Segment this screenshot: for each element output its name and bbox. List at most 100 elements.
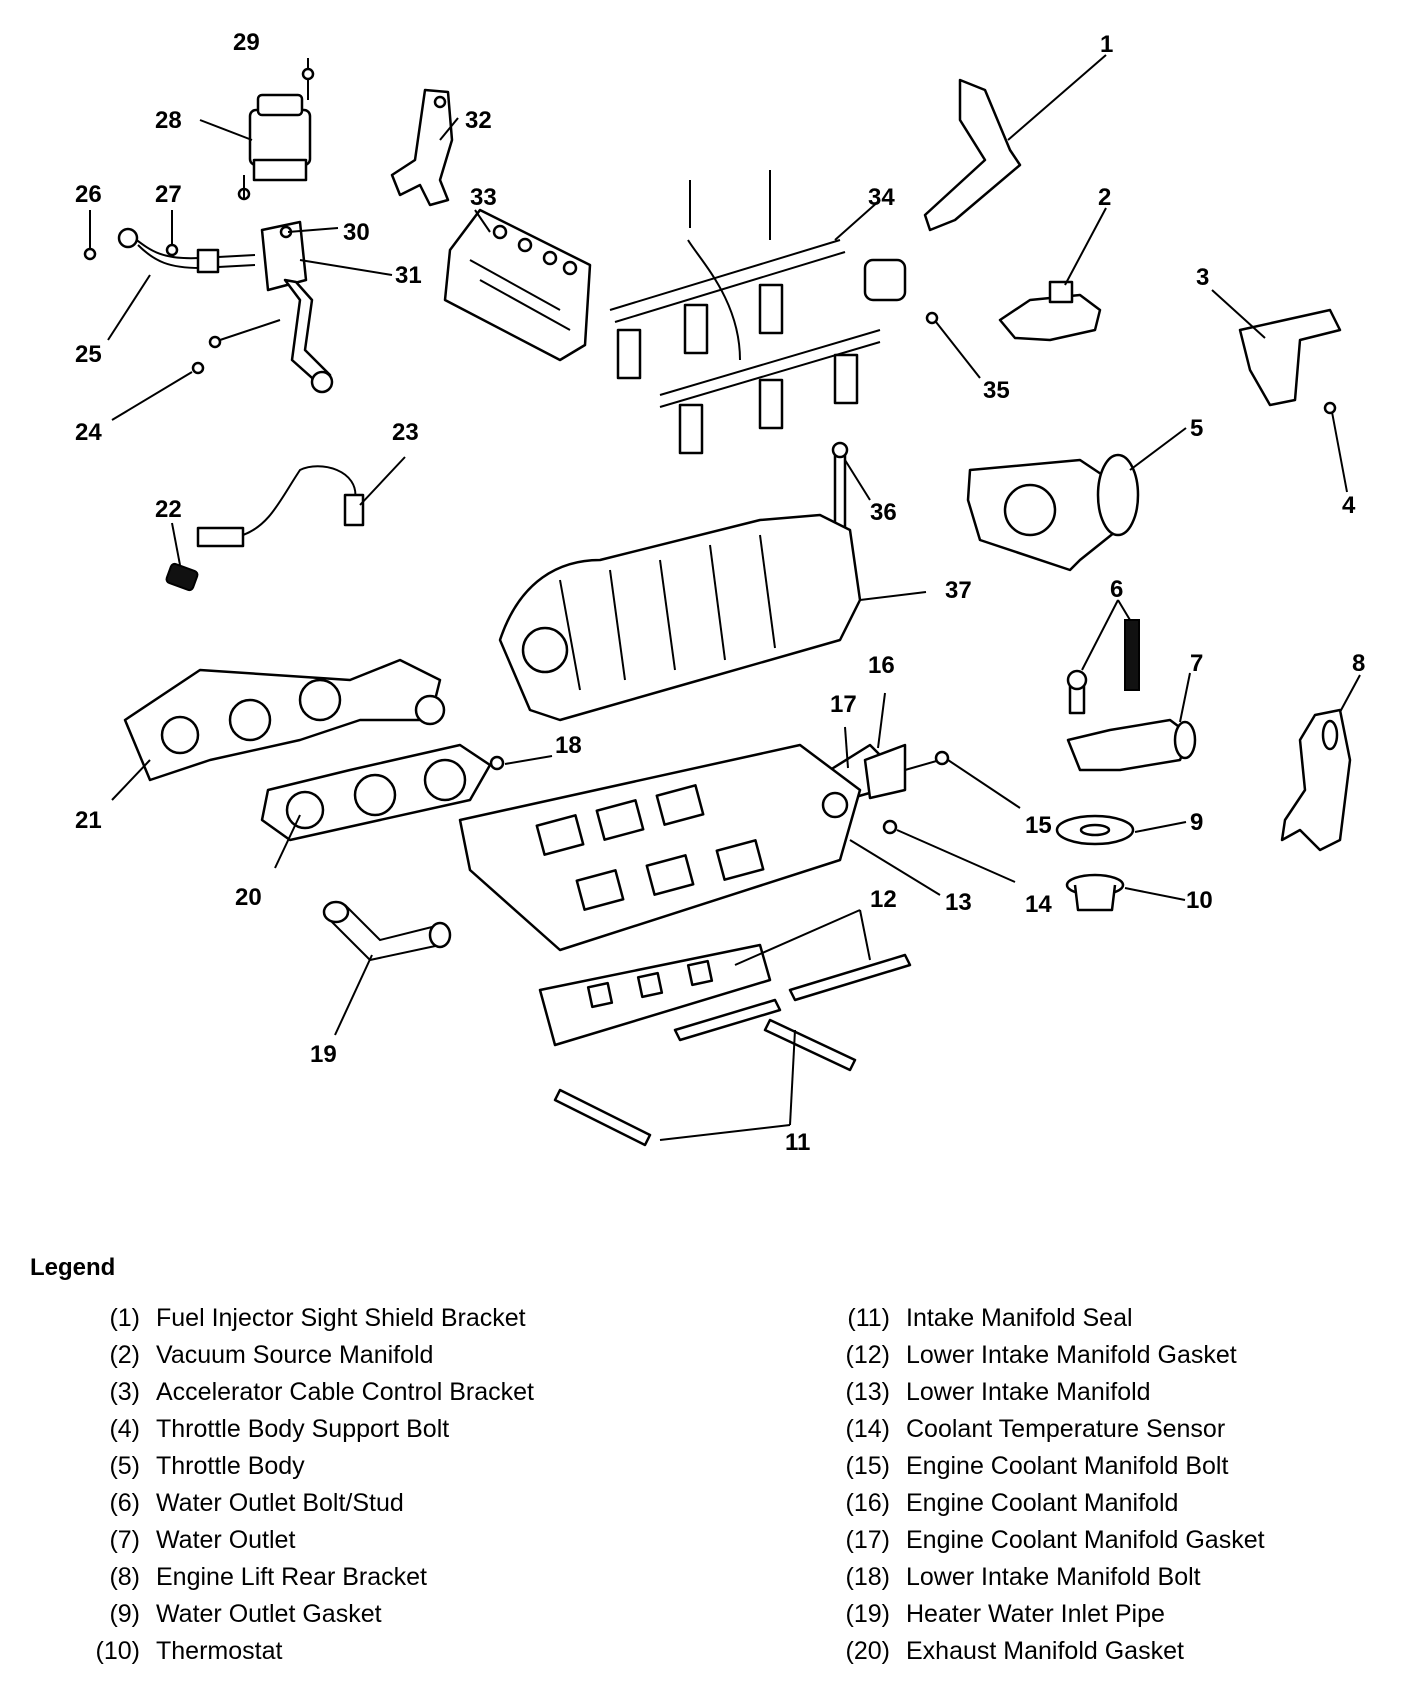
legend-number: (4) xyxy=(109,1415,140,1443)
callout-17: 17 xyxy=(830,691,857,718)
legend-item: (11)Intake Manifold Seal xyxy=(820,1300,1265,1337)
legend-item: (5) Throttle Body xyxy=(70,1448,534,1485)
legend-label: Coolant Temperature Sensor xyxy=(906,1415,1226,1443)
callout-36: 36 xyxy=(870,499,897,526)
legend-item: (13) Lower Intake Manifold xyxy=(820,1374,1265,1411)
legend-item: (4) Throttle Body Support Bolt xyxy=(70,1411,534,1448)
callout-5: 5 xyxy=(1190,415,1203,442)
legend-number: (12) xyxy=(845,1341,890,1369)
callout-13: 13 xyxy=(945,889,972,916)
callout-14: 14 xyxy=(1025,891,1052,918)
callout-27: 27 xyxy=(155,181,182,208)
legend-column-left: (1) Fuel Injector Sight Shield Bracket (2… xyxy=(70,1300,534,1670)
callout-19: 19 xyxy=(310,1041,337,1068)
part-upper-intake-manifold xyxy=(498,513,862,722)
legend-item: (1) Fuel Injector Sight Shield Bracket xyxy=(70,1300,534,1337)
callout-9: 9 xyxy=(1190,809,1203,836)
callout-4: 4 xyxy=(1342,492,1356,519)
callout-10: 10 xyxy=(1186,887,1213,914)
legend-label: Water Outlet Bolt/Stud xyxy=(156,1489,404,1517)
callout-24: 24 xyxy=(75,419,102,446)
part-intake-manifold-seals xyxy=(553,998,857,1147)
legend-number: (10) xyxy=(95,1637,140,1665)
legend-item: (20) Exhaust Manifold Gasket xyxy=(820,1633,1265,1670)
legend-number: (13) xyxy=(845,1378,890,1406)
legend-number: (8) xyxy=(109,1563,140,1591)
legend-label: Lower Intake Manifold Gasket xyxy=(906,1341,1237,1369)
legend-label: Engine Coolant Manifold Bolt xyxy=(906,1452,1229,1480)
legend-item: (18)Lower Intake Manifold Bolt xyxy=(820,1559,1265,1596)
callout-37: 37 xyxy=(945,577,972,604)
part-water-outlet-bolts xyxy=(1066,619,1140,715)
callout-6: 6 xyxy=(1110,576,1123,603)
callout-26: 26 xyxy=(75,181,102,208)
callout-25: 25 xyxy=(75,341,102,368)
legend-item: (8)Engine Lift Rear Bracket xyxy=(70,1559,534,1596)
legend-label: Lower Intake Manifold xyxy=(906,1378,1151,1406)
legend-label: Heater Water Inlet Pipe xyxy=(906,1600,1165,1628)
legend-label: Throttle Body xyxy=(156,1452,305,1480)
callout-1: 1 xyxy=(1100,31,1113,58)
callout-30: 30 xyxy=(343,219,370,246)
legend-number: (18) xyxy=(845,1563,890,1591)
callout-28: 28 xyxy=(155,107,182,134)
legend-label: Fuel Injector Sight Shield Bracket xyxy=(156,1304,526,1332)
legend-number: (3) xyxy=(109,1378,140,1406)
part-vacuum-source-manifold xyxy=(998,280,1102,342)
legend-number: (5) xyxy=(109,1452,140,1480)
part-engine-lift-bracket xyxy=(1280,708,1352,852)
legend-item: (7)Water Outlet xyxy=(70,1522,534,1559)
legend-label: Water Outlet Gasket xyxy=(156,1600,382,1628)
part-lower-intake-manifold xyxy=(458,743,898,952)
part-throttle-body xyxy=(966,453,1140,572)
callout-29: 29 xyxy=(233,29,260,56)
part-water-outlet-gasket xyxy=(1055,814,1135,846)
part-coil-pack xyxy=(443,208,592,362)
part-water-outlet xyxy=(1066,718,1197,772)
legend-number: (14) xyxy=(845,1415,890,1443)
part-egr-valve xyxy=(248,67,315,182)
callout-7: 7 xyxy=(1190,650,1203,677)
legend-number: (9) xyxy=(109,1600,140,1628)
legend-number: (20) xyxy=(845,1637,890,1665)
callout-15: 15 xyxy=(1025,812,1052,839)
legend-item: (2)Vacuum Source Manifold xyxy=(70,1337,534,1374)
legend-title: Legend xyxy=(30,1254,116,1281)
legend-item: (19)Heater Water Inlet Pipe xyxy=(820,1596,1265,1633)
legend-label: Accelerator Cable Control Bracket xyxy=(156,1378,534,1406)
callout-2: 2 xyxy=(1098,184,1111,211)
callout-23: 23 xyxy=(392,419,419,446)
legend-number: (16) xyxy=(845,1489,890,1517)
callout-21: 21 xyxy=(75,807,102,834)
legend-label: Engine Coolant Manifold xyxy=(906,1489,1179,1517)
part-sensor-22 xyxy=(165,562,199,592)
exploded-view-diagram: 1 2 3 4 5 6 7 8 9 10 11 12 13 14 15 16 1… xyxy=(75,29,1365,1156)
part-exhaust-gasket xyxy=(260,743,492,842)
part-accelerator-bracket xyxy=(1238,308,1342,415)
legend-item: (16) Engine Coolant Manifold xyxy=(820,1485,1265,1522)
callout-11: 11 xyxy=(785,1129,810,1156)
callout-12: 12 xyxy=(870,886,897,913)
callout-35: 35 xyxy=(983,377,1010,404)
callout-3: 3 xyxy=(1196,264,1209,291)
legend-label: Throttle Body Support Bolt xyxy=(156,1415,450,1443)
legend-label: Vacuum Source Manifold xyxy=(156,1341,434,1369)
part-thermostat xyxy=(1065,873,1125,912)
legend-label: Intake Manifold Seal xyxy=(906,1304,1133,1332)
legend-item: (10)Thermostat xyxy=(70,1633,534,1670)
callout-32: 32 xyxy=(465,107,492,134)
callout-22: 22 xyxy=(155,496,182,523)
legend-label: Exhaust Manifold Gasket xyxy=(906,1637,1184,1665)
legend-number: (7) xyxy=(109,1526,140,1554)
callout-31: 31 xyxy=(395,262,422,289)
legend-number: (1) xyxy=(109,1304,140,1332)
part-heater-inlet-pipe xyxy=(322,900,452,962)
leader-lines xyxy=(89,54,1361,1141)
legend-item: (3) Accelerator Cable Control Bracket xyxy=(70,1374,534,1411)
legend-item: (12) Lower Intake Manifold Gasket xyxy=(820,1337,1265,1374)
callout-33: 33 xyxy=(470,184,497,211)
legend-item: (9) Water Outlet Gasket xyxy=(70,1596,534,1633)
callout-34: 34 xyxy=(868,184,895,211)
callout-16: 16 xyxy=(868,652,895,679)
legend-item: (14) Coolant Temperature Sensor xyxy=(820,1411,1265,1448)
